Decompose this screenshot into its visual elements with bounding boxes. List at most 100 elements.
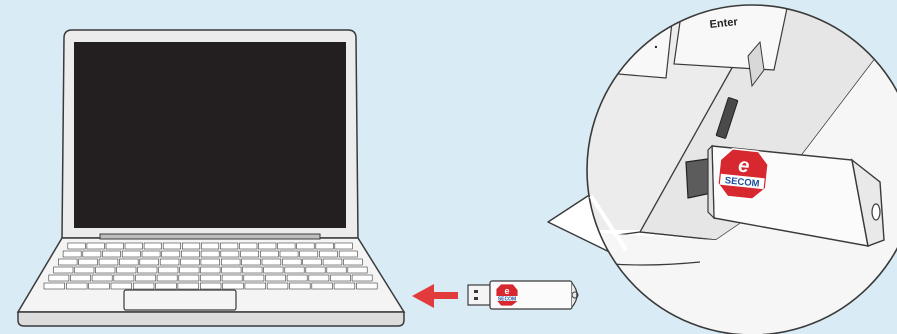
keyboard-key (339, 251, 357, 257)
keyboard-key (357, 283, 378, 289)
keyboard-key (111, 283, 132, 289)
keyboard-key (89, 283, 110, 289)
keyboard-key (300, 251, 318, 257)
keyboard-key (221, 251, 239, 257)
keyboard-key (163, 243, 181, 249)
keyboard-key (259, 243, 277, 249)
keyboard-key (58, 259, 77, 265)
keyboard-key (245, 283, 266, 289)
keyboard-key (240, 243, 258, 249)
keyboard-key (79, 259, 98, 265)
keyboard-key (92, 275, 112, 281)
keyboard-key (348, 267, 367, 273)
keyboard-key (285, 267, 304, 273)
keyboard-key (117, 267, 136, 273)
zoom-callout: . Enter e SECOM (560, 0, 897, 334)
keyboard-key (344, 259, 363, 265)
keyboard-key (181, 259, 200, 265)
keyboard-key (103, 251, 121, 257)
keyboard-key (44, 283, 65, 289)
logo-letter-small: e (504, 286, 509, 296)
keyboard-key (223, 283, 244, 289)
keyboard-key (178, 283, 199, 289)
keyboard-key (260, 251, 278, 257)
keyboard-key (71, 275, 91, 281)
keyboard-key (335, 243, 353, 249)
keyboard-key (242, 259, 261, 265)
keyboard-key (142, 251, 160, 257)
keyboard-key (266, 275, 286, 281)
keyboard-key (160, 259, 179, 265)
keyboard-key (201, 275, 221, 281)
keyboard-key (262, 259, 281, 265)
keyboard-key (159, 267, 178, 273)
keyboard-key (96, 267, 115, 273)
keyboard-key (241, 251, 259, 257)
keyboard-key (157, 275, 177, 281)
keyboard-key (54, 267, 73, 273)
keyboard-key (309, 275, 329, 281)
secom-logo-small: e SECOM (496, 284, 518, 306)
keyboard-key (200, 283, 221, 289)
keyboard-key (162, 251, 180, 257)
keyboard-key (303, 259, 322, 265)
keyboard-key (352, 275, 372, 281)
keyboard-key (106, 243, 124, 249)
secom-logo-large: e SECOM (717, 148, 770, 201)
keyboard-key (136, 275, 156, 281)
logo-brand-small: SECOM (498, 297, 516, 303)
keyboard-key (49, 275, 69, 281)
keyboard-key (119, 259, 138, 265)
insert-arrow (412, 284, 458, 308)
keyboard-key (222, 267, 241, 273)
keyboard-key (75, 267, 94, 273)
keyboard-key (264, 267, 283, 273)
keyboard-key (334, 283, 355, 289)
usb-drive-small: e SECOM (468, 281, 578, 309)
keyboard-key (179, 275, 199, 281)
keyboard-key (138, 267, 157, 273)
keyboard-key (68, 243, 86, 249)
laptop-hinge (100, 234, 320, 239)
keyboard-key (222, 275, 242, 281)
keyboard-key (201, 267, 220, 273)
touchpad (124, 290, 236, 310)
keyboard-key (83, 251, 101, 257)
keyboard-key (180, 267, 199, 273)
keyboard-key (306, 267, 325, 273)
keyboard-key (282, 259, 301, 265)
keyboard-key (201, 243, 219, 249)
keyboard-key (122, 251, 140, 257)
keyboard-key (244, 275, 264, 281)
arrow-head (412, 284, 434, 308)
keyboard-key (221, 259, 240, 265)
keyboard-key (140, 259, 159, 265)
zoom-key-period: . (618, 20, 672, 78)
keyboard-key (267, 283, 288, 289)
keyboard-key (182, 243, 200, 249)
keyboard-key (133, 283, 154, 289)
keyboard-key (125, 243, 143, 249)
laptop-screen (74, 42, 346, 228)
keyboard-key (278, 243, 296, 249)
keyboard-key (114, 275, 134, 281)
keyboard-key (280, 251, 298, 257)
keyboard-key (181, 251, 199, 257)
laptop-front-edge (18, 312, 404, 326)
keyboard-key (144, 243, 162, 249)
keyboard-key (319, 251, 337, 257)
usb-connector (468, 285, 490, 305)
keyboard-key (243, 267, 262, 273)
logo-letter-large: e (737, 155, 750, 178)
keyboard-key (312, 283, 333, 289)
laptop (18, 30, 404, 326)
arrow-shaft (432, 292, 458, 299)
keyboard-key (220, 243, 238, 249)
keyboard-key (99, 259, 118, 265)
keyboard-key (327, 267, 346, 273)
keyboard-key (287, 275, 307, 281)
keyboard-key (201, 251, 219, 257)
keyboard-key (316, 243, 334, 249)
